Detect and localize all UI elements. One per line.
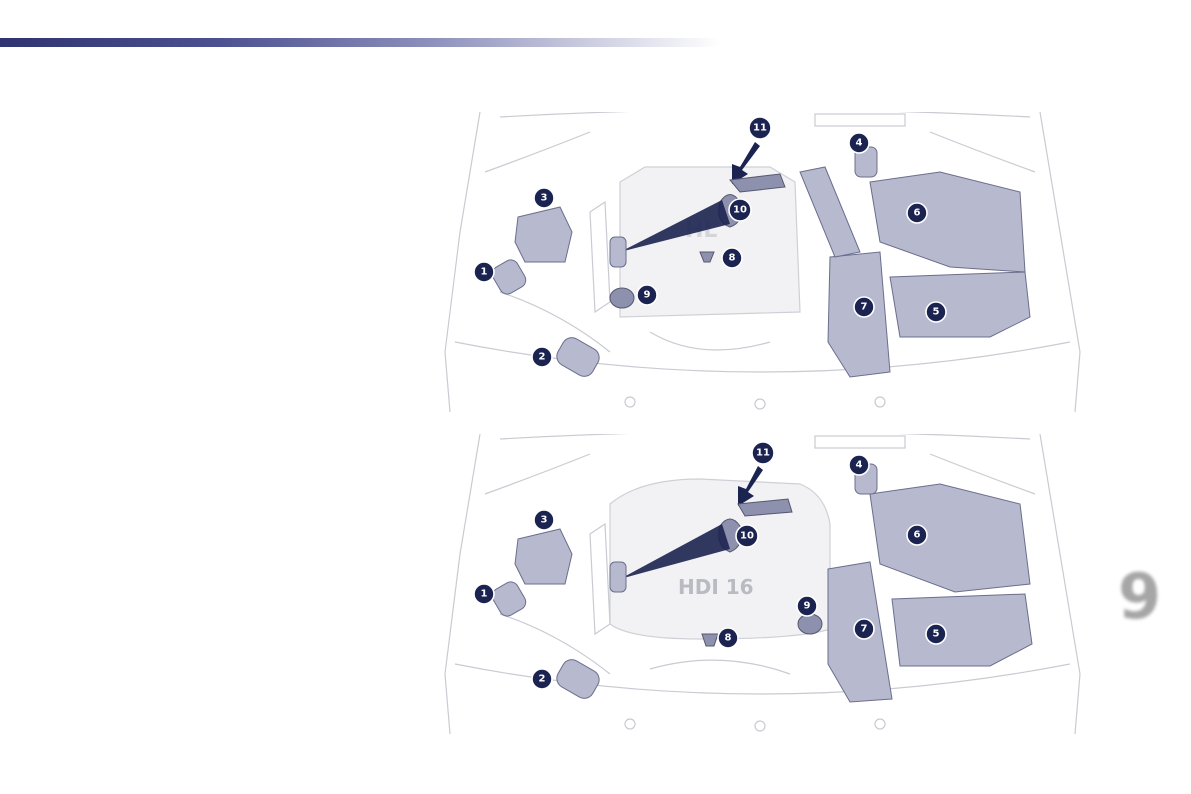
callout-1: 1 — [474, 262, 494, 282]
callout-2: 2 — [532, 669, 552, 689]
svg-text:8: 8 — [729, 253, 736, 264]
callout-5: 5 — [926, 624, 946, 644]
callout-4: 4 — [849, 133, 869, 153]
svg-text:2: 2 — [539, 674, 546, 685]
chapter-number: 9 — [1118, 560, 1161, 633]
callout-7: 7 — [854, 297, 874, 317]
svg-text:4: 4 — [856, 460, 863, 471]
header-gradient-bar — [0, 38, 720, 47]
callout-6: 6 — [907, 203, 927, 223]
engine-compartment-diagram-1: HL 1 2 3 4 5 6 7 8 9 10 11 — [440, 112, 1085, 412]
svg-text:2: 2 — [539, 352, 546, 363]
callout-3: 3 — [534, 510, 554, 530]
callout-7: 7 — [854, 619, 874, 639]
svg-text:9: 9 — [804, 601, 811, 612]
svg-text:11: 11 — [753, 123, 767, 134]
callout-6: 6 — [907, 525, 927, 545]
svg-text:3: 3 — [541, 515, 548, 526]
engine-compartment-diagram-2: HDI 16 1 2 3 4 5 6 7 8 9 10 11 — [440, 434, 1085, 734]
svg-text:10: 10 — [733, 205, 747, 216]
callout-9: 9 — [797, 596, 817, 616]
svg-text:10: 10 — [740, 531, 754, 542]
callout-8: 8 — [722, 248, 742, 268]
svg-text:4: 4 — [856, 138, 863, 149]
svg-text:6: 6 — [914, 530, 921, 541]
callout-9: 9 — [637, 285, 657, 305]
callout-10: 10 — [736, 525, 758, 547]
callout-3: 3 — [534, 188, 554, 208]
svg-text:7: 7 — [861, 302, 868, 313]
svg-text:1: 1 — [481, 267, 488, 278]
callout-4: 4 — [849, 455, 869, 475]
svg-text:6: 6 — [914, 208, 921, 219]
svg-text:7: 7 — [861, 624, 868, 635]
callout-11: 11 — [752, 442, 774, 464]
engine-bay-illustration: HL 1 2 3 4 5 6 7 8 9 10 11 — [440, 112, 1085, 412]
engine-cover-text: HDI 16 — [678, 575, 754, 599]
svg-text:1: 1 — [481, 589, 488, 600]
callout-1: 1 — [474, 584, 494, 604]
engine-bay-illustration: HDI 16 1 2 3 4 5 6 7 8 9 10 11 — [440, 434, 1085, 734]
callout-5: 5 — [926, 302, 946, 322]
svg-text:8: 8 — [725, 633, 732, 644]
svg-text:5: 5 — [933, 307, 940, 318]
svg-text:3: 3 — [541, 193, 548, 204]
svg-text:9: 9 — [644, 290, 651, 301]
callout-10: 10 — [729, 199, 751, 221]
callout-8: 8 — [718, 628, 738, 648]
callout-2: 2 — [532, 347, 552, 367]
svg-text:11: 11 — [756, 448, 770, 459]
callout-11: 11 — [749, 117, 771, 139]
svg-text:5: 5 — [933, 629, 940, 640]
